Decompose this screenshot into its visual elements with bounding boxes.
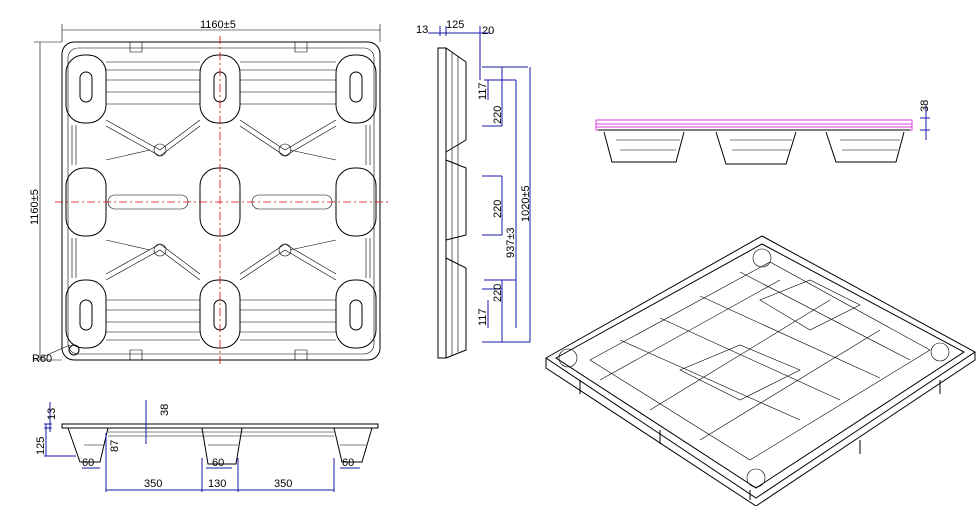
spacing-left: 350 xyxy=(144,478,162,490)
inner-span-dim: 937±3 xyxy=(505,227,517,258)
top-width-dimension: 1160±5 xyxy=(200,19,236,31)
top-view: 1160±5 1160±5 R60 xyxy=(29,19,388,366)
top-block-inner-dim: 117 xyxy=(477,82,489,100)
outer-span-dim: 1020±5 xyxy=(520,185,532,222)
front-deck-thickness-dim: 13 xyxy=(46,408,58,420)
side-dim-20: 20 xyxy=(482,25,494,37)
elevation-view: 38 xyxy=(595,100,931,165)
top-height-dimension: 1160±5 xyxy=(29,189,41,225)
side-dim-13: 13 xyxy=(416,24,428,36)
top-block-outer-dim: 220 xyxy=(492,106,504,124)
elevation-deck-dim: 38 xyxy=(919,100,931,112)
side-view: 13 125 20 117 220 220 117 220 937±3 1020… xyxy=(416,19,532,359)
foot-width-left: 60 xyxy=(82,457,94,469)
bottom-block-inner-dim: 117 xyxy=(477,308,489,326)
front-view: 13 125 38 87 60 60 60 350 130 350 xyxy=(35,400,379,492)
foot-width-right: 60 xyxy=(342,457,354,469)
foot-width-middle: 60 xyxy=(212,457,224,469)
middle-block-dim: 220 xyxy=(492,200,504,218)
spacing-right: 350 xyxy=(274,478,292,490)
front-deck-dim: 38 xyxy=(159,404,171,416)
corner-radius-label: R60 xyxy=(32,353,52,365)
spacing-middle: 130 xyxy=(208,478,226,490)
front-block-height-dim: 87 xyxy=(109,440,121,452)
side-dim-125: 125 xyxy=(446,19,464,31)
isometric-view xyxy=(545,235,976,506)
front-total-height-dim: 125 xyxy=(35,437,47,455)
bottom-block-outer-dim: 220 xyxy=(492,284,504,302)
